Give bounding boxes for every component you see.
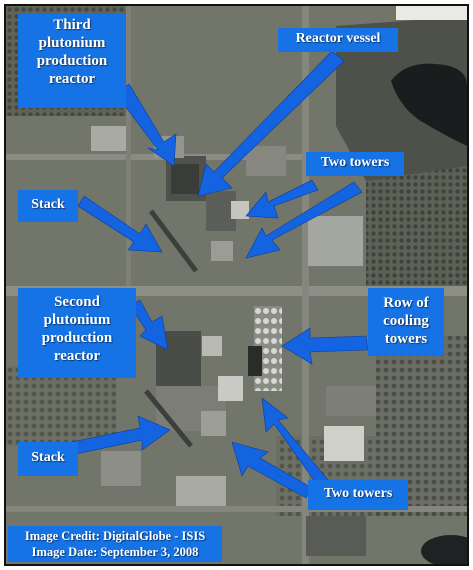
label-third-reactor: Third plutonium production reactor [18, 14, 126, 108]
image-credit-box: Image Credit: DigitalGlobe - ISIS Image … [8, 526, 222, 562]
label-second-reactor-line-2: plutonium [43, 312, 111, 328]
label-third-reactor-line-2: plutonium [38, 35, 106, 51]
arrows-layer [71, 50, 369, 499]
arrow-two-towers-bottom-1 [231, 441, 313, 499]
label-second-reactor-line-4: reactor [53, 348, 101, 364]
label-cooling-towers-line-2: cooling [383, 313, 429, 329]
arrow-stack-bottom [71, 415, 171, 455]
label-cooling-towers-line-3: towers [384, 331, 428, 347]
arrow-two-towers-top-2 [245, 181, 363, 259]
image-credit-line: Image Credit: DigitalGlobe - ISIS [24, 529, 206, 543]
arrow-second-reactor [129, 299, 169, 351]
label-stack-top: Stack [18, 190, 78, 222]
arrow-two-towers-bottom-2 [261, 397, 329, 487]
arrow-two-towers-top-1 [245, 179, 319, 219]
label-second-reactor-line-1: Second [54, 294, 100, 310]
arrow-stack-top [77, 195, 163, 253]
arrow-third-reactor [115, 83, 177, 167]
label-reactor-vessel: Reactor vessel [278, 28, 398, 52]
label-second-reactor-line-3: production [41, 330, 113, 346]
label-second-reactor: Second plutonium production reactor [18, 288, 136, 378]
label-third-reactor-line-3: production [36, 53, 108, 69]
label-stack-bottom: Stack [18, 442, 78, 476]
arrow-reactor-vessel [197, 50, 345, 197]
arrow-cooling-towers [281, 327, 369, 365]
label-cooling-towers: Row of cooling towers [368, 288, 444, 356]
label-third-reactor-line-4: reactor [48, 71, 96, 87]
label-third-reactor-line-1: Third [53, 17, 91, 33]
label-two-towers-top: Two towers [306, 152, 404, 176]
label-two-towers-bottom: Two towers [308, 480, 408, 510]
label-cooling-towers-line-1: Row of [383, 295, 429, 311]
image-date-line: Image Date: September 3, 2008 [31, 545, 199, 559]
satellite-image-frame: Third plutonium production reactor React… [4, 4, 469, 566]
